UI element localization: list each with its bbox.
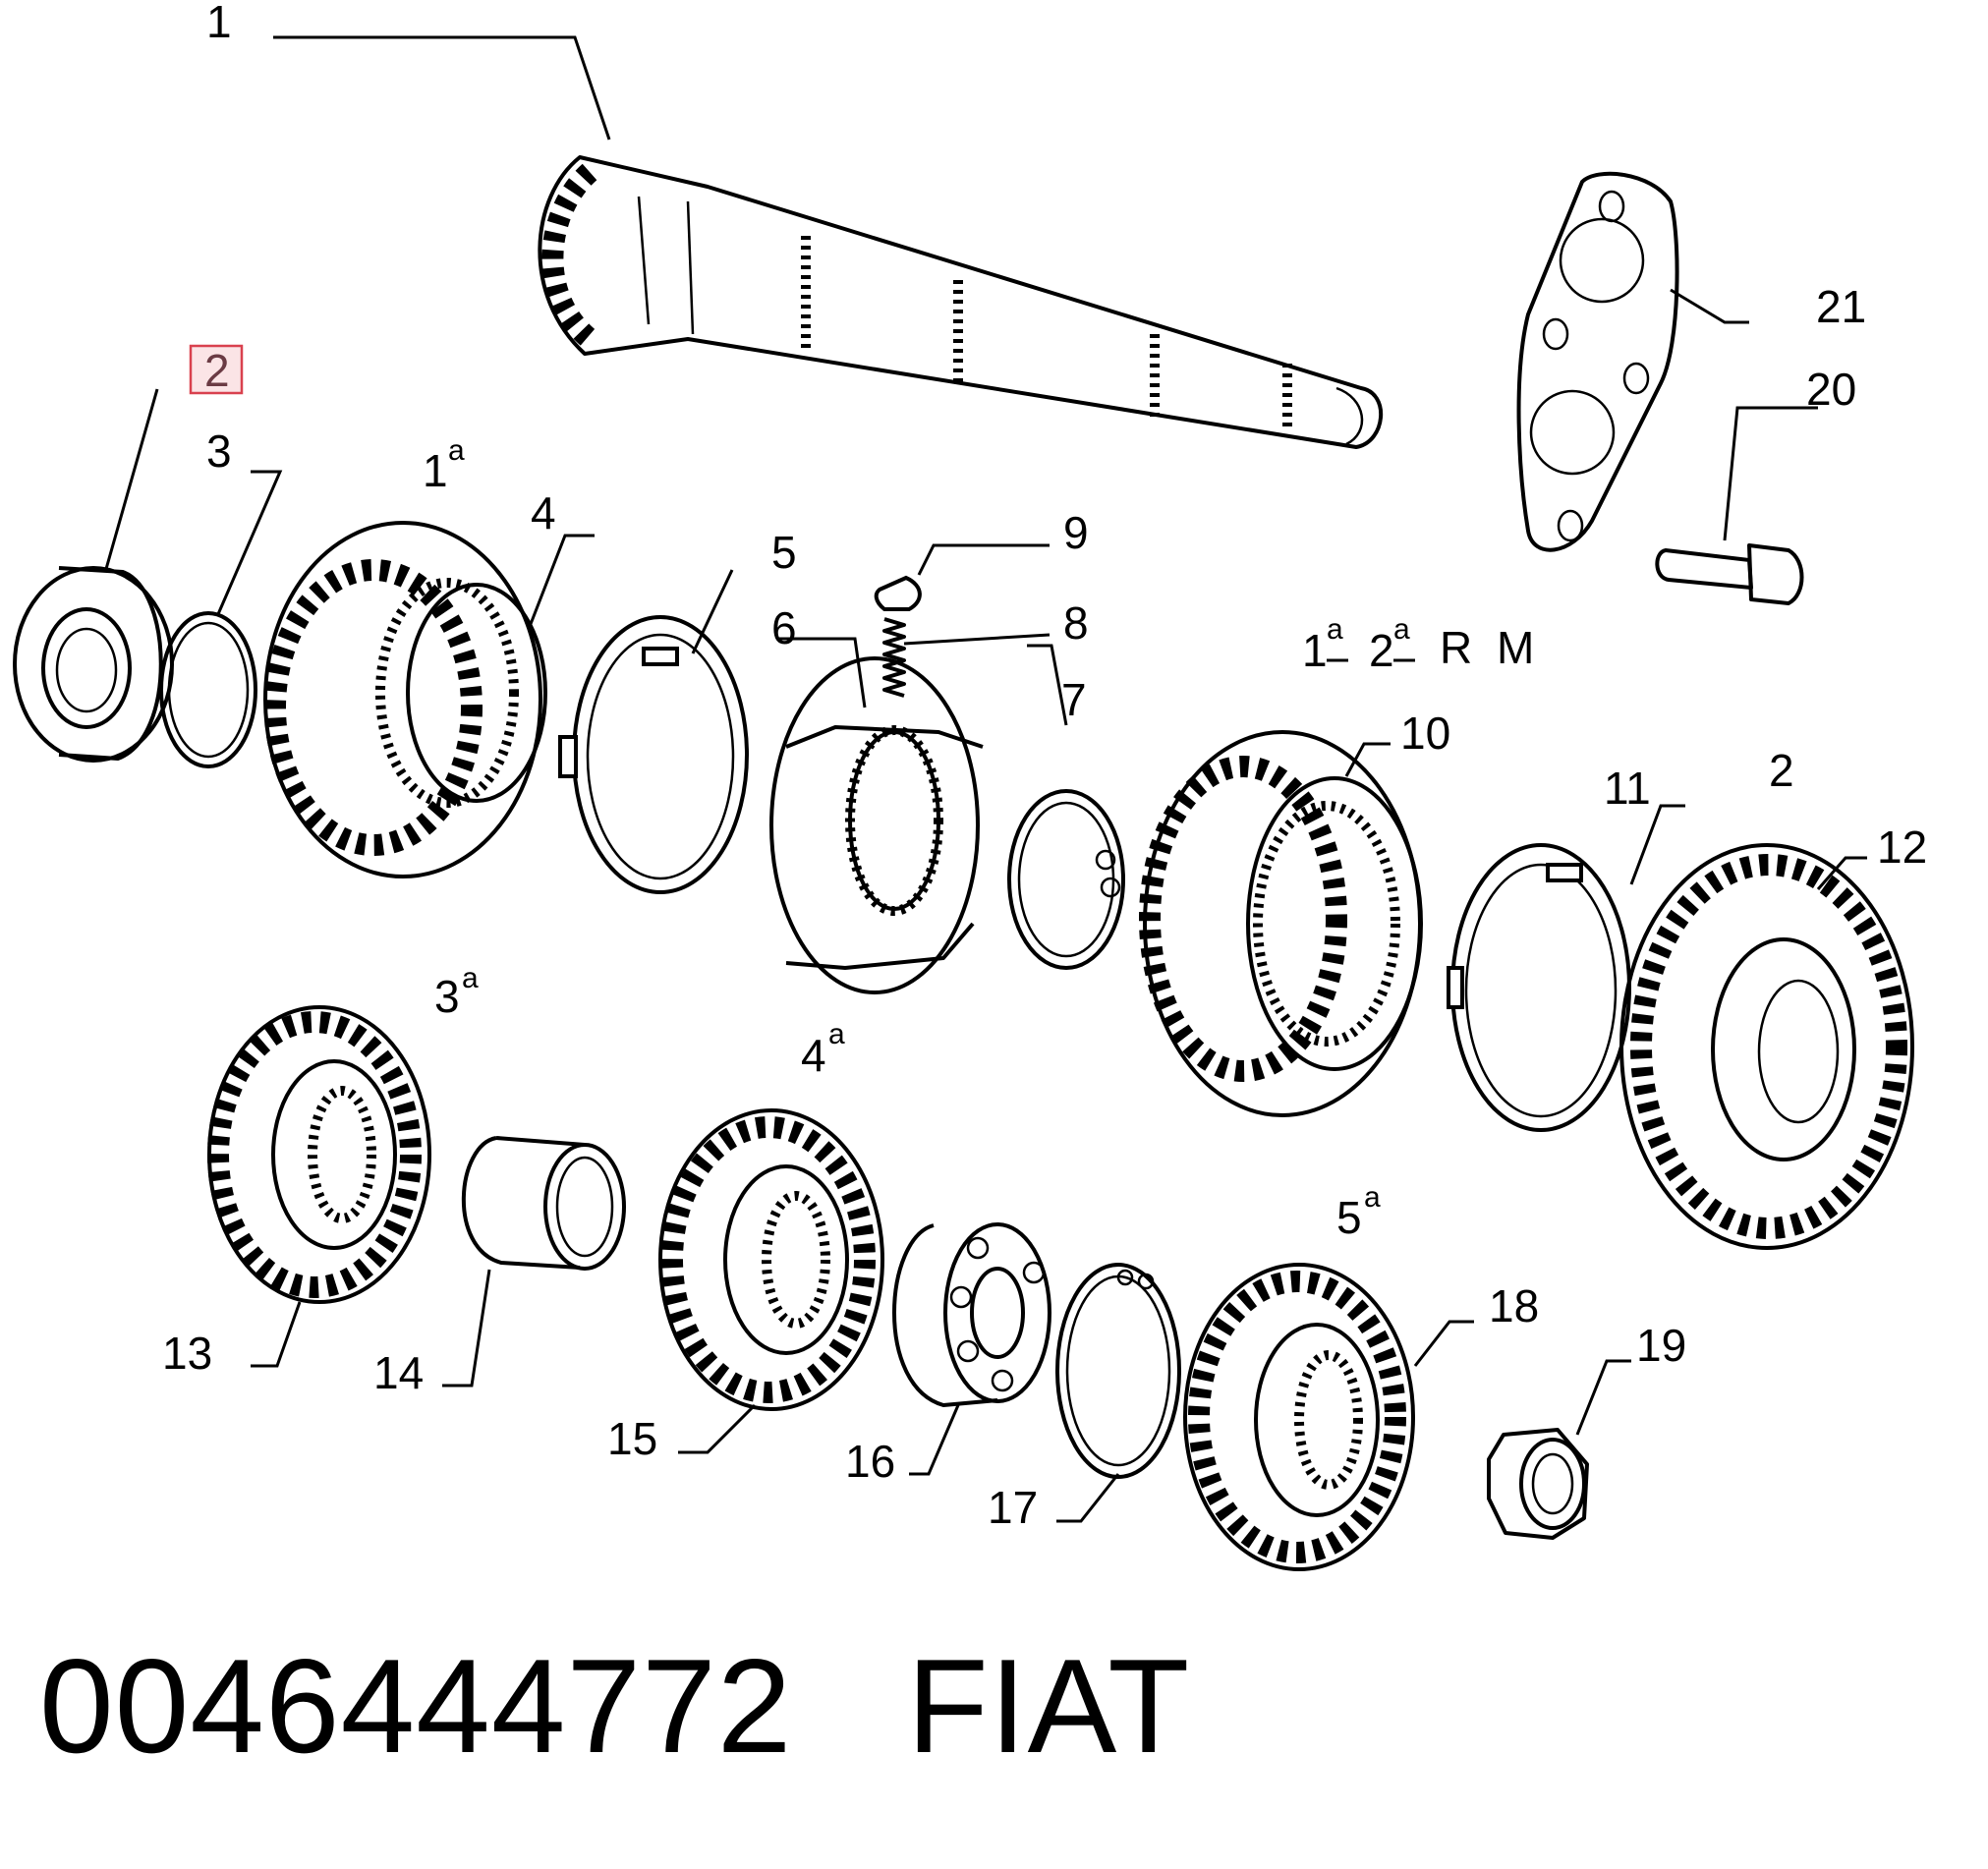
callout-5: 5	[771, 527, 797, 578]
callout-4: 4	[531, 487, 556, 538]
callout-21: 21	[1816, 281, 1866, 332]
callout-2: 2	[204, 345, 230, 396]
callout-3: 3	[206, 425, 232, 477]
callout-labels: 1 2 3 4 5 6 7 8 9 10 11 12 13 14 15 16 1…	[162, 0, 1927, 1533]
callout-2-highlight	[189, 344, 244, 395]
synchronizer-hub-part-6	[769, 656, 984, 994]
callout-18: 18	[1489, 1280, 1539, 1331]
sync-group-two: 2	[1369, 625, 1394, 676]
fifth-gear-mark: 5	[1336, 1192, 1362, 1243]
first-gear-mark: 1	[423, 445, 448, 496]
callout-10: 10	[1400, 708, 1450, 759]
sync-group-one-sup: a	[1327, 613, 1343, 646]
second-gear-mark: 2	[1769, 745, 1794, 796]
fifth-gear-mark-sup: a	[1364, 1181, 1381, 1214]
callout-19: 19	[1636, 1320, 1686, 1371]
gasket-plate-part-21	[1516, 171, 1679, 552]
callout-9: 9	[1063, 507, 1089, 558]
callout-13: 13	[162, 1328, 212, 1379]
first-gear-mark-sup: a	[448, 434, 465, 467]
detent-spring-part-8	[882, 617, 906, 698]
bolt-part-20	[1655, 543, 1804, 605]
spring-ring-part-7	[1007, 789, 1125, 970]
sync-group-rm: R M	[1440, 622, 1540, 673]
callout-7: 7	[1061, 674, 1087, 725]
synchro-ring-part-5	[558, 615, 749, 894]
main-shaft-part-1	[538, 155, 1384, 449]
brand-name: FIAT	[906, 1631, 1191, 1781]
fourth-gear-mark: 4	[801, 1030, 826, 1081]
part-number: 0046444772	[39, 1631, 793, 1781]
callout-20: 20	[1806, 364, 1856, 415]
callout-14: 14	[373, 1347, 424, 1398]
fourth-gear-mark-sup: a	[828, 1018, 845, 1050]
leader-lines	[104, 35, 1867, 1523]
bushing-part-14	[461, 1136, 626, 1271]
roller-bearing-part-16	[892, 1222, 1051, 1407]
synchro-ring-part-11	[1447, 843, 1631, 1132]
second-gear-part-12	[1619, 843, 1914, 1250]
detent-ball-part-9	[874, 575, 922, 611]
part-caption: 0046444772 FIAT	[39, 1639, 1190, 1773]
fourth-gear-part-15	[658, 1108, 884, 1411]
sliding-sleeve-part-10	[1139, 730, 1423, 1117]
callout-6: 6	[771, 602, 797, 653]
callout-12: 12	[1877, 821, 1927, 873]
fifth-gear-part-18	[1183, 1263, 1415, 1571]
circlip-part-17	[1055, 1263, 1181, 1479]
sync-group-two-sup: a	[1393, 613, 1410, 646]
third-gear-part-13	[207, 1005, 431, 1304]
first-gear	[263, 521, 547, 878]
callout-16: 16	[845, 1436, 895, 1487]
callout-17: 17	[988, 1482, 1038, 1533]
circlip-part-3	[159, 611, 257, 768]
gear-marks: 1 a 2 3 a 4 a 5 a 1 a 2 a R M	[423, 434, 1794, 1243]
nut-part-19	[1487, 1428, 1589, 1540]
callout-11: 11	[1604, 763, 1651, 814]
sync-group-one: 1	[1302, 625, 1328, 676]
callout-8: 8	[1063, 597, 1089, 649]
third-gear-mark-sup: a	[462, 962, 479, 994]
callout-15: 15	[607, 1413, 657, 1464]
third-gear-mark: 3	[434, 971, 460, 1022]
bearing-part-2	[13, 566, 174, 763]
callout-1: 1	[206, 0, 232, 47]
